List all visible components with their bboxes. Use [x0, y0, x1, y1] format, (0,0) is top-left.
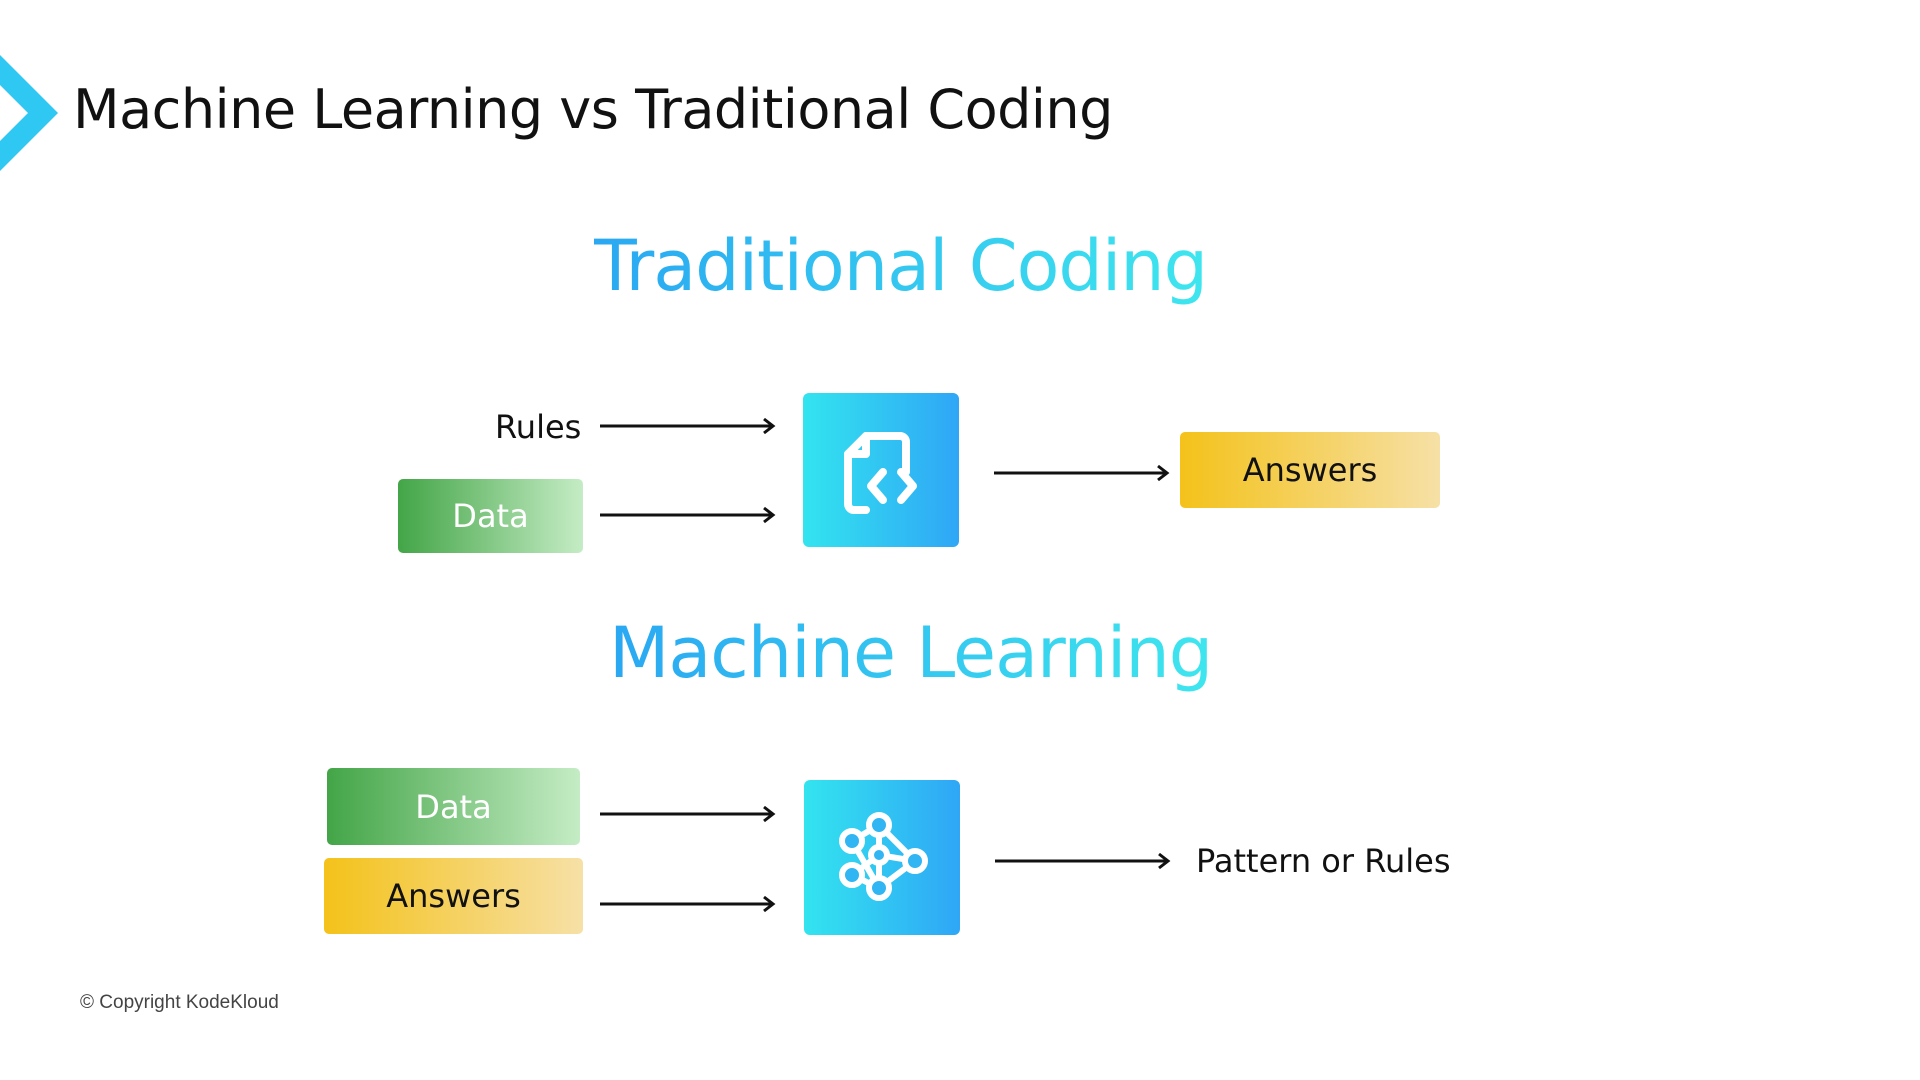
chevron-logo-icon: [0, 55, 58, 171]
arrow-icon: [600, 417, 776, 435]
arrow-icon: [994, 464, 1170, 482]
arrow-icon: [600, 506, 776, 524]
data-box: Data: [327, 768, 580, 845]
answers-box: Answers: [324, 858, 583, 934]
traditional-coding-heading: Traditional Coding: [594, 225, 1208, 307]
data-box: Data: [398, 479, 583, 553]
copyright-text: © Copyright KodeKloud: [80, 992, 279, 1013]
arrow-icon: [995, 852, 1171, 870]
rules-label: Rules: [495, 408, 582, 446]
answers-box: Answers: [1180, 432, 1440, 508]
machine-learning-heading: Machine Learning: [609, 612, 1213, 694]
code-file-icon: [803, 393, 959, 547]
arrow-icon: [600, 895, 776, 913]
neural-network-icon: [804, 780, 960, 935]
pattern-or-rules-label: Pattern or Rules: [1196, 842, 1451, 880]
page-title: Machine Learning vs Traditional Coding: [73, 78, 1113, 141]
arrow-icon: [600, 805, 776, 823]
